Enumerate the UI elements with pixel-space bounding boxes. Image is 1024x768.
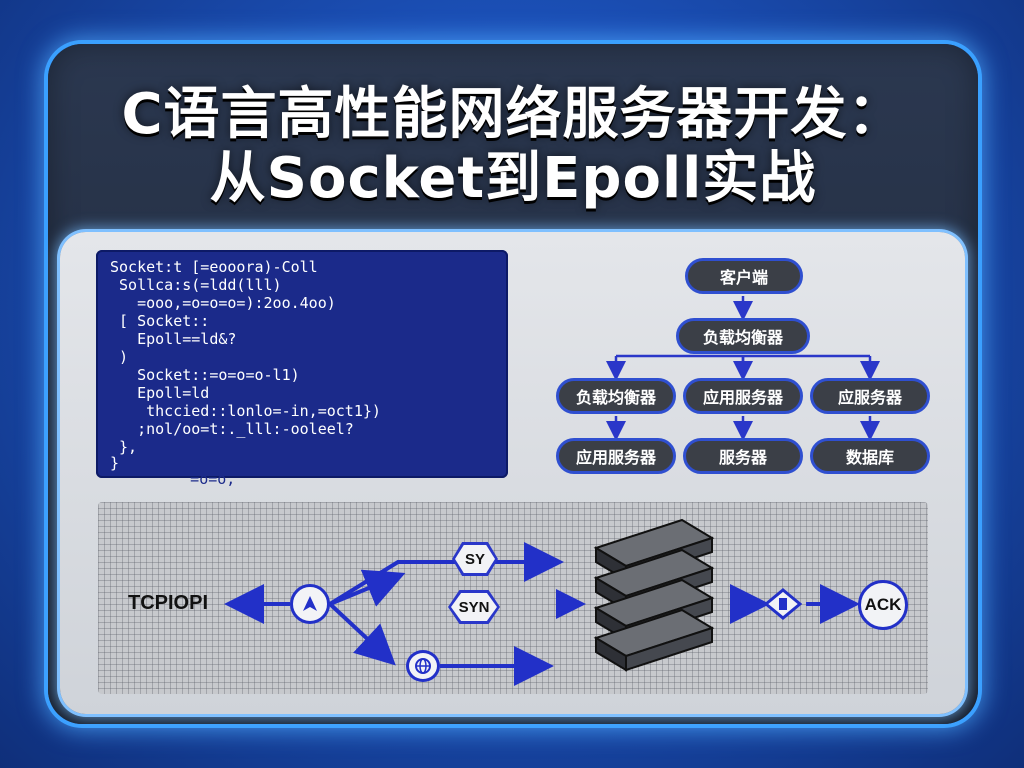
code-line: Sollca:s(=ldd(lll) (110, 276, 282, 294)
wrench-icon (763, 588, 803, 620)
globe-icon (406, 650, 440, 682)
code-line: }, (110, 438, 138, 456)
code-line: Epoll==ld&? (110, 330, 237, 348)
tree-node-level3: 服务器 (683, 438, 803, 474)
tree-node-level2: 应用服务器 (683, 378, 803, 414)
code-snippet: Socket:t [=eooora)-Coll Sollca:s(=ldd(ll… (96, 250, 508, 488)
ack-badge: ACK (858, 580, 908, 630)
code-line: =ooo,=o=o=o=):2oo.4oo) (110, 294, 336, 312)
tree-node-level2: 负载均衡器 (556, 378, 676, 414)
code-line: Epoll=ld (110, 384, 210, 402)
tree-node-level2: 应服务器 (810, 378, 930, 414)
tree-node-level3: 应用服务器 (556, 438, 676, 474)
protocol-label: TCPIOPI (128, 592, 209, 614)
title-line-1: C语言高性能网络服务器开发： (121, 82, 905, 147)
title-line-2: 从Socket到Epoll实战 (209, 146, 817, 211)
navigation-arrow-icon (290, 584, 330, 624)
code-line: Socket:t [=eooora)-Coll (110, 258, 318, 276)
code-line: Socket::=o=o=o-l1) (110, 366, 300, 384)
syn-badge: SYN (448, 590, 500, 624)
code-line: [ Socket:: (110, 312, 210, 330)
tree-node-load-balancer: 负载均衡器 (676, 318, 810, 354)
code-line: =o=o, (136, 470, 236, 488)
code-line: ;nol/oo=t:._lll:-ooleel? (110, 420, 354, 438)
server-stack-icon (593, 518, 715, 672)
code-line: thccied::lonlo=-in,=oct1}) (110, 402, 381, 420)
code-line: ) (110, 348, 129, 366)
tree-node-client: 客户端 (685, 258, 803, 294)
tree-node-level3: 数据库 (810, 438, 930, 474)
code-line: } (110, 454, 120, 472)
syn-badge-top: SY (452, 542, 498, 576)
